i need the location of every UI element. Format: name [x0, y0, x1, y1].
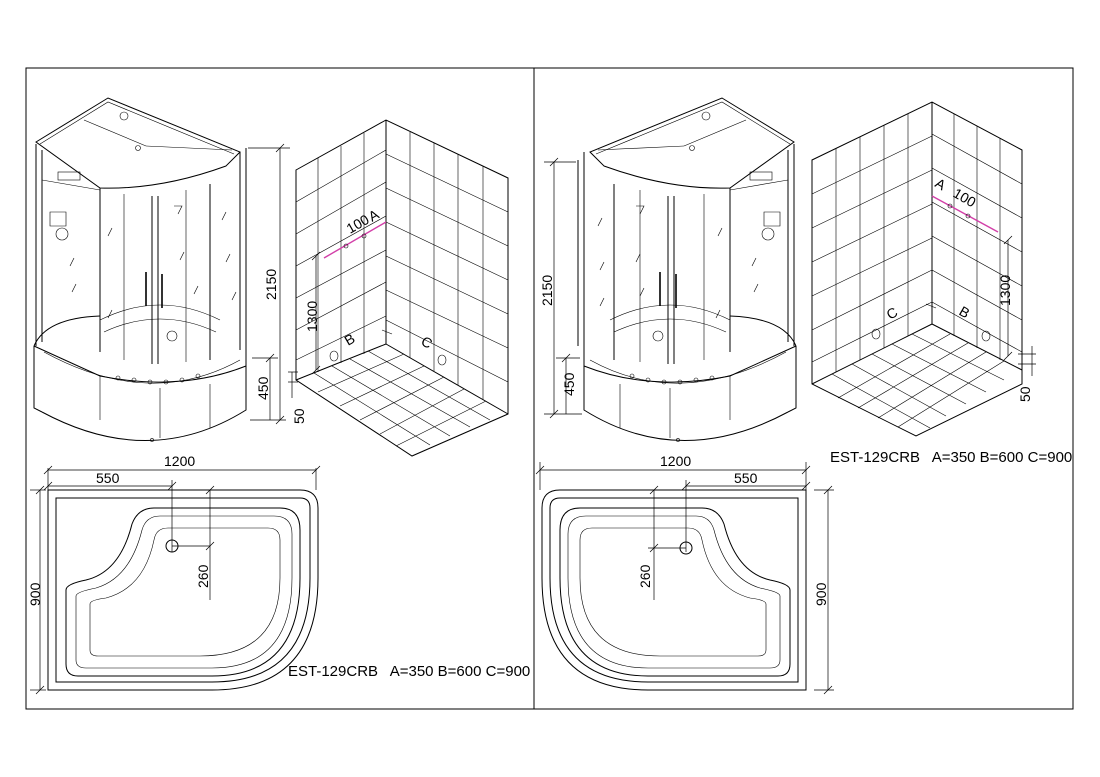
dim-2150-right: 2150 [539, 275, 555, 306]
dim-100-right: 100 [951, 185, 979, 211]
tray-plan-right: 1200 550 260 900 [535, 453, 834, 695]
dim-2150-left: 2150 [263, 269, 279, 300]
drawing-frame [25, 67, 1074, 710]
label-b-left: B [342, 330, 358, 349]
tiled-wall-corner-right: 1300 A 100 C B 50 [811, 101, 1036, 437]
tray-plan-left: 1200 550 260 900 [27, 453, 321, 695]
label-c-left: C [419, 333, 436, 352]
model-caption-left: EST-129CRB A=350 B=600 C=900 [288, 663, 530, 680]
dim-50-left: 50 [291, 408, 307, 424]
dim-260-left: 260 [195, 564, 211, 588]
tiled-wall-corner-left: 1300 100 A B C 50 [288, 119, 509, 457]
label-b-right: B [957, 303, 973, 322]
dim-550-left: 550 [96, 470, 120, 486]
dim-1200-left: 1200 [164, 453, 195, 469]
shower-cabin-right [577, 97, 797, 442]
model-caption-right: EST-129CRB A=350 B=600 C=900 [830, 449, 1072, 466]
height-dimensions-right: 2150 450 [539, 157, 582, 419]
dim-50-right: 50 [1017, 386, 1033, 402]
dim-900-right: 900 [813, 582, 829, 606]
dim-450-right: 450 [561, 372, 577, 396]
dim-900-left: 900 [27, 582, 43, 606]
left-panel: 2150 450 [27, 97, 530, 695]
label-a-right: A [933, 175, 950, 194]
label-c-right: C [884, 304, 901, 323]
dim-550-right: 550 [734, 470, 758, 486]
dim-260-right: 260 [637, 564, 653, 588]
height-dimensions-left: 2150 450 [248, 143, 290, 425]
dim-450-left: 450 [255, 376, 271, 400]
shower-cabin-left [33, 97, 247, 442]
right-panel: 2150 450 [535, 97, 1072, 695]
dim-1300-left: 1300 [304, 301, 320, 332]
dim-1200-right: 1200 [660, 453, 691, 469]
dim-1300-right: 1300 [997, 275, 1013, 306]
